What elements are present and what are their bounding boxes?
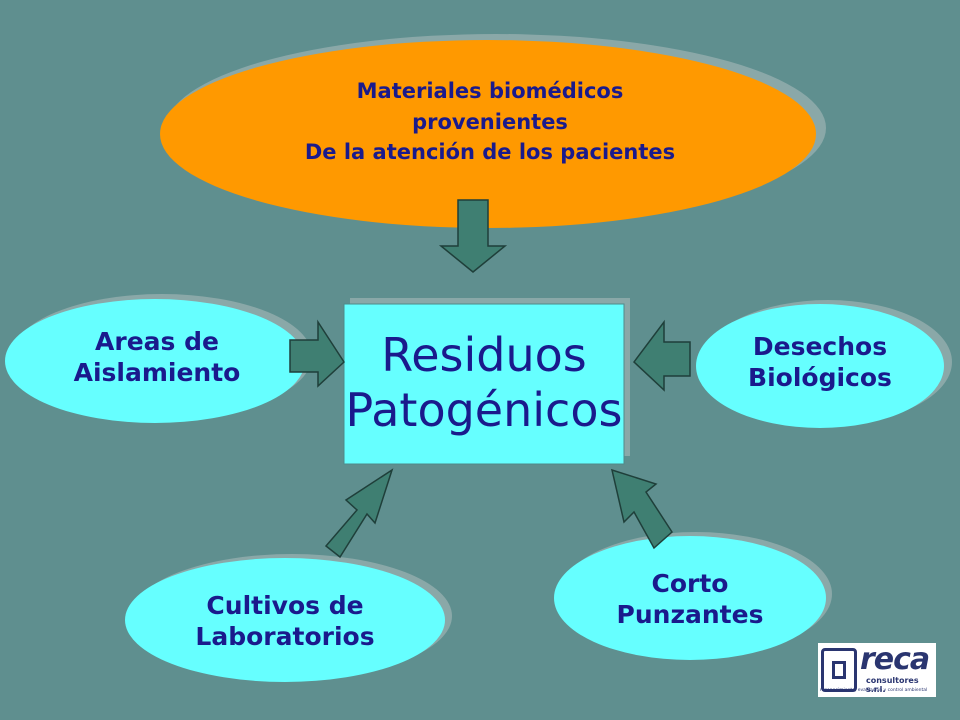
bottom-right-node-line-2: Punzantes — [616, 600, 764, 629]
bottom-right-ellipse — [554, 536, 826, 660]
bottom-right-node-line-1: Corto — [651, 568, 729, 598]
top-node-line-3: De la atención de los pacientes — [304, 140, 676, 165]
company-logo: reca consultores s.r.l. reconocimiento, … — [818, 643, 936, 697]
right-node-line-1: Desechos — [752, 331, 888, 361]
up-left-arrow — [610, 468, 673, 550]
right-ellipse — [696, 304, 944, 428]
bottom-left-node-label: Cultivos de Laboratorios — [130, 582, 440, 660]
center-box — [343, 303, 625, 465]
center-node-line-2: Patogénicos — [345, 383, 623, 437]
top-node-label: Materiales biomédicos provenientes De la… — [250, 72, 730, 172]
left-arrow — [632, 319, 691, 392]
bottom-left-ellipse — [125, 558, 445, 682]
bottom-left-node-line-2: Laboratorios — [195, 622, 375, 651]
left-node-line-1: Areas de — [95, 326, 219, 356]
right-node-line-2: Biológicos — [748, 363, 892, 392]
right-arrow — [289, 319, 345, 388]
left-node-label: Areas de Aislamiento — [12, 318, 302, 396]
center-node-label: Residuos Patogénicos — [344, 304, 624, 462]
up-right-arrow — [324, 468, 394, 559]
bottom-right-node-label: Corto Punzantes — [555, 560, 825, 638]
top-node-line-1: Materiales biomédicos — [356, 79, 624, 104]
bottom-left-node-line-1: Cultivos de — [206, 590, 364, 620]
left-node-line-2: Aislamiento — [73, 358, 241, 387]
center-node-line-1: Residuos — [381, 327, 587, 382]
logo-brand: reca — [860, 642, 930, 677]
logo-subtitle: consultores s.r.l. — [866, 676, 919, 694]
down-arrow — [438, 199, 508, 273]
logo-tagline: reconocimiento, evaluación y control amb… — [820, 688, 928, 693]
top-node-line-2: provenientes — [412, 109, 568, 134]
logo-mark-icon — [821, 648, 857, 692]
left-ellipse — [5, 299, 305, 423]
top-ellipse — [160, 40, 816, 228]
right-node-label: Desechos Biológicos — [700, 324, 940, 400]
